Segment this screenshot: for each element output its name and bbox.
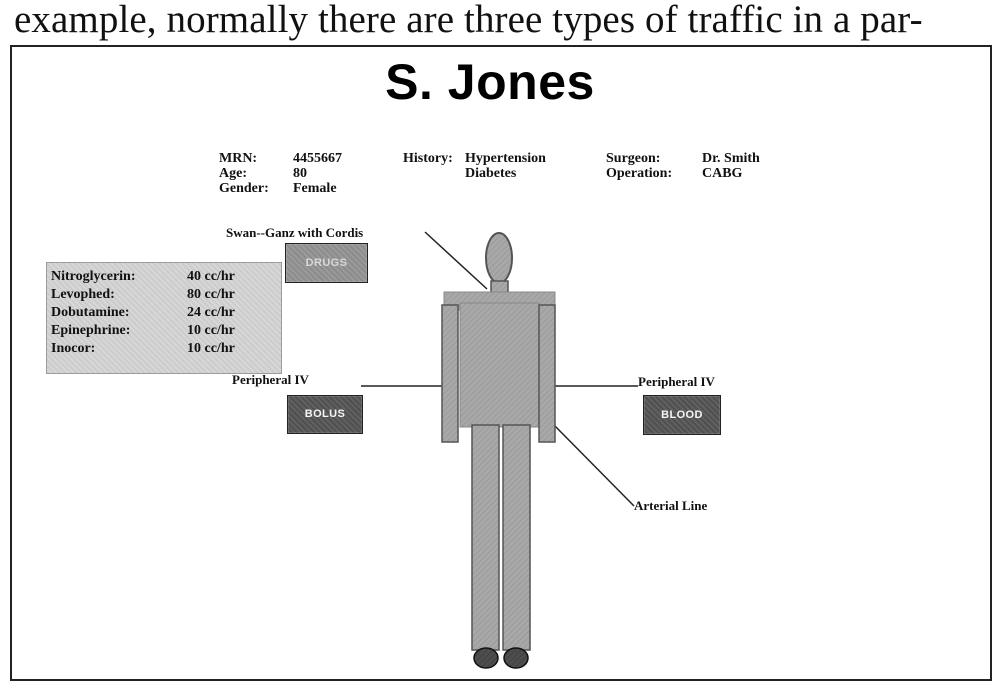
medication-name: Levophed: [51,287,115,302]
age-label: Age: [219,166,247,181]
gender-value: Female [293,181,337,196]
medication-row: Nitroglycerin: 40 cc/hr [51,268,277,286]
history-row: History: Hypertension [403,151,546,167]
arterial-line-label: Arterial Line [634,498,708,513]
medication-row: Levophed: 80 cc/hr [51,286,277,304]
history-label: History: [403,151,453,166]
drugs-button[interactable]: DRUGS [285,243,368,283]
history-value-2: Diabetes [465,166,517,181]
medication-rate: 24 cc/hr [187,305,235,320]
surgeon-value: Dr. Smith [702,151,760,166]
surgeon-label: Surgeon: [606,151,661,166]
gender-label: Gender: [219,181,269,196]
peripheral-iv-left-label: Peripheral IV [232,372,309,387]
history-row-2: Diabetes [465,166,516,182]
medication-row: Epinephrine: 10 cc/hr [51,322,277,340]
gender-row: Gender: Female [219,181,393,197]
surgeon-row: Surgeon: Dr. Smith [606,151,760,167]
article-top-line: example, normally there are three types … [14,0,923,41]
operation-value: CABG [702,166,743,181]
mrn-row: MRN: 4455667 [219,151,393,167]
age-value: 80 [293,166,307,181]
medication-name: Nitroglycerin: [51,269,136,284]
mrn-label: MRN: [219,151,258,166]
patient-name: S. Jones [385,54,595,110]
bolus-button[interactable]: BOLUS [287,395,363,434]
medication-rate: 10 cc/hr [187,323,235,338]
medication-rate: 80 cc/hr [187,287,235,302]
mrn-value: 4455667 [293,151,342,166]
operation-row: Operation: CABG [606,166,742,182]
peripheral-iv-right-label: Peripheral IV [638,374,715,389]
medication-drip-panel: Nitroglycerin: 40 cc/hr Levophed: 80 cc/… [46,262,282,374]
medication-name: Inocor: [51,341,96,356]
swan-ganz-label: Swan--Ganz with Cordis [226,225,364,240]
medication-rate: 10 cc/hr [187,341,235,356]
history-value-1: Hypertension [465,151,546,166]
medication-name: Dobutamine: [51,305,130,320]
blood-button[interactable]: BLOOD [643,395,721,435]
medication-row: Inocor: 10 cc/hr [51,340,277,358]
medication-row: Dobutamine: 24 cc/hr [51,304,277,322]
age-row: Age: 80 [219,166,393,182]
medication-name: Epinephrine: [51,323,131,338]
medication-rate: 40 cc/hr [187,269,235,284]
operation-label: Operation: [606,166,673,181]
